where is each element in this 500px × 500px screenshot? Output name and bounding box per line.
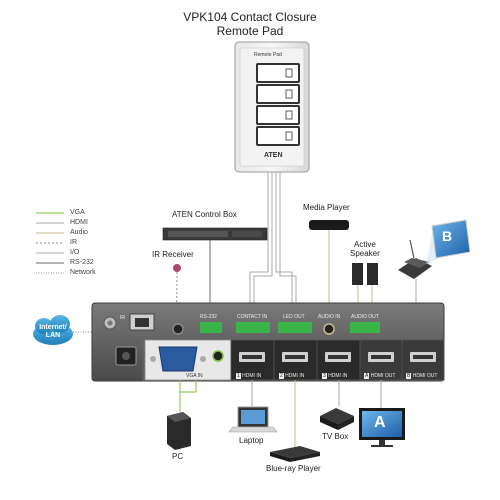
screen-b-device <box>431 219 471 259</box>
legend-item-network: Network <box>70 269 96 276</box>
title-line-1: VPK104 Contact Closure <box>183 10 317 24</box>
port-hdmi-in-1-text: HDMI IN <box>242 373 262 379</box>
pad-button-2 <box>256 84 300 104</box>
port-out-a-letter: A <box>364 373 370 379</box>
media-player-label: Media Player <box>303 203 350 212</box>
port-label-hdmi-in-3: 3 HDMI IN <box>322 373 347 379</box>
legend-item-audio: Audio <box>70 229 88 236</box>
port-label-vga-in: VGA IN <box>186 373 203 379</box>
title-line-2: Remote Pad <box>216 24 284 38</box>
port-label-hdmi-in-2: 2 HDMI IN <box>279 373 304 379</box>
port-label-contact-in: CONTACT IN <box>237 314 268 320</box>
ir-receiver-device <box>173 264 181 319</box>
bluray-label: Blue-ray Player <box>266 464 321 473</box>
pad-button-1 <box>256 63 300 83</box>
screen-a-device <box>359 408 405 447</box>
pad-cables <box>249 172 297 322</box>
internet-cloud-label: Internet/ LAN <box>33 324 73 340</box>
bluray-device <box>270 446 320 462</box>
legend-lines <box>36 212 64 274</box>
port-number-2: 2 <box>279 373 284 379</box>
port-out-b-letter: B <box>406 373 412 379</box>
pad-button-3 <box>256 105 300 125</box>
legend-item-io: I/O <box>70 249 80 256</box>
active-speaker-line-2: Speaker <box>350 249 380 258</box>
internet-line-1: Internet/ <box>39 324 67 331</box>
port-label-led-out: LED OUT <box>283 314 305 320</box>
tv-box-device <box>320 408 354 430</box>
legend-item-ir: IR <box>70 239 77 246</box>
pc-device <box>167 412 191 450</box>
control-box-device <box>162 227 268 241</box>
port-label-audio-out: AUDIO OUT <box>351 314 379 320</box>
port-label-hdmi-in-1: 1 HDMI IN <box>236 373 261 379</box>
port-number-3: 3 <box>322 373 327 379</box>
laptop-device <box>228 406 278 433</box>
port-label-hdmi-out-a: A HDMI OUT <box>364 373 395 379</box>
internet-line-2: LAN <box>45 332 61 339</box>
tv-box-label: TV Box <box>322 432 349 441</box>
switch-unit <box>91 302 445 382</box>
port-number-1: 1 <box>236 373 241 379</box>
control-box-label: ATEN Control Box <box>172 210 237 219</box>
legend-item-vga: VGA <box>70 209 85 216</box>
internet-cloud <box>33 315 92 345</box>
diagram-title: VPK104 Contact Closure Remote Pad <box>150 10 350 38</box>
port-hdmi-out-a-text: HDMI OUT <box>370 373 396 379</box>
legend-item-rs232: RS-232 <box>70 259 94 266</box>
remote-pad <box>234 41 310 173</box>
port-label-audio-in: AUDIO IN <box>318 314 341 320</box>
pad-header-text: Remote Pad <box>254 52 282 58</box>
port-label-ir: IR <box>120 315 125 321</box>
active-speaker-label: Active Speaker <box>350 240 380 258</box>
pad-brand-text: ATEN <box>264 152 283 159</box>
pc-label: PC <box>172 452 184 461</box>
port-hdmi-in-3-text: HDMI IN <box>328 373 348 379</box>
screen-b-letter: B <box>442 228 453 244</box>
port-label-hdmi-out-b: B HDMI OUT <box>406 373 437 379</box>
screen-a-letter: A <box>374 414 386 431</box>
pad-button-4 <box>256 126 300 146</box>
legend-item-hdmi: HDMI <box>70 219 88 226</box>
port-hdmi-out-b-text: HDMI OUT <box>412 373 438 379</box>
port-label-rs232: RS-232 <box>200 314 217 320</box>
port-hdmi-in-2-text: HDMI IN <box>285 373 305 379</box>
laptop-label: Laptop <box>239 436 264 445</box>
bottom-cables <box>179 380 382 448</box>
ir-receiver-label: IR Receiver <box>152 250 194 259</box>
active-speaker-line-1: Active <box>354 240 376 249</box>
